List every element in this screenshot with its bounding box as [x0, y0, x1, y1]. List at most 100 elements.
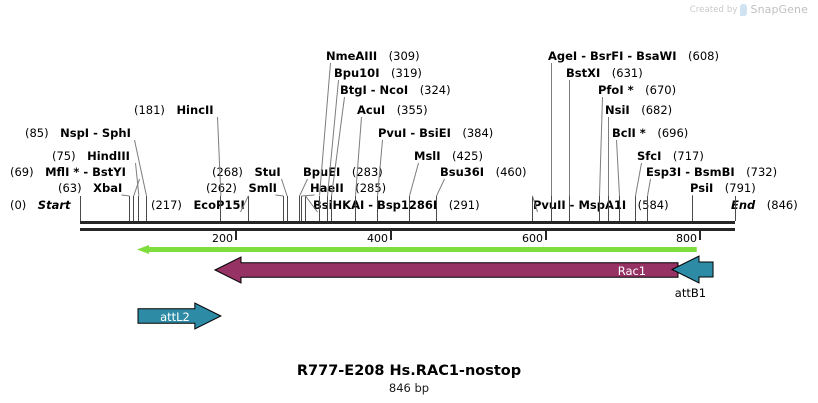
site-enzyme-name: XbaI — [93, 181, 123, 195]
leader-esp3i-bsmbi — [647, 178, 651, 197]
site-position: (791) — [724, 181, 756, 195]
site-position: (324) — [419, 83, 451, 97]
label-gap — [441, 149, 453, 163]
site-position: (682) — [641, 103, 673, 117]
label-gap — [26, 198, 38, 212]
site-position: (291) — [448, 198, 480, 212]
site-enzyme-name: SfcI — [637, 149, 662, 163]
feature-rac1-cds[interactable] — [213, 256, 679, 284]
site-position: (283) — [351, 165, 383, 179]
site-enzyme-name: EcoP15I — [193, 198, 244, 212]
leader-haeii — [301, 194, 315, 197]
ruler-tick — [699, 231, 701, 240]
label-gap — [600, 66, 612, 80]
site-label-mfli-bstyi[interactable]: (69) MflI * - BstYI — [10, 166, 126, 178]
site-label-bcli[interactable]: BclI * (696) — [612, 127, 688, 139]
site-position: (319) — [390, 66, 422, 80]
site-position: (584) — [637, 198, 669, 212]
site-position: (262) — [206, 181, 237, 195]
site-enzyme-name: SmlI — [248, 181, 277, 195]
label-gap — [243, 165, 255, 179]
site-label-hindiii[interactable]: (75) HindIII — [52, 150, 130, 162]
label-gap — [379, 66, 391, 80]
site-tick — [283, 196, 284, 221]
page-title: R777-E208 Hs.RAC1-nostop — [296, 363, 522, 379]
site-label-bsu36i[interactable]: Bsu36I (460) — [440, 166, 527, 178]
site-label-bsihkai-bsp1286i[interactable]: BsiHKAI - Bsp1286I (291) — [313, 199, 480, 211]
site-label-ecop15i[interactable]: (217) EcoP15I — [151, 199, 245, 211]
site-enzyme-name: BstXI — [566, 66, 601, 80]
feature-attb1[interactable] — [671, 255, 714, 284]
ruler-tick — [545, 231, 547, 240]
site-label-esp3i-bsmbi[interactable]: Esp3I - BsmBI (732) — [646, 166, 777, 178]
watermark-brand: SnapGene — [750, 3, 808, 16]
site-position: (75) — [52, 149, 76, 163]
site-label-nspi-sphi[interactable]: (85) NspI - SphI — [25, 127, 131, 139]
label-gap — [755, 198, 767, 212]
site-label-nmeaiii[interactable]: NmeAIII (309) — [326, 50, 420, 62]
label-gap — [661, 149, 673, 163]
site-position: (69) — [10, 165, 34, 179]
site-position: (285) — [355, 181, 387, 195]
label-gap — [340, 165, 352, 179]
leader-bpuei — [299, 178, 308, 197]
site-label-btgi-ncoi[interactable]: BtgI - NcoI (324) — [340, 84, 451, 96]
feature-label-attl2: attL2 — [160, 310, 190, 324]
site-tick — [635, 196, 636, 221]
site-position: (732) — [746, 165, 778, 179]
site-tick — [409, 196, 410, 221]
site-enzyme-name: HindIII — [87, 149, 130, 163]
site-tick — [331, 196, 332, 221]
leader-bcli- — [616, 139, 620, 197]
site-label-pvuii-mspa1i[interactable]: PvuII - MspA1I (584) — [533, 199, 669, 211]
site-tick — [319, 196, 320, 221]
site-label-bstxi[interactable]: BstXI (631) — [566, 67, 643, 79]
site-tick — [692, 196, 693, 221]
site-label-hincii[interactable]: (181) HincII — [134, 104, 214, 116]
site-enzyme-name: Bsu36I — [440, 165, 485, 179]
site-tick — [355, 196, 356, 221]
site-label-agei-bsrfi-bsawi[interactable]: AgeI - BsrFI - BsaWI (608) — [548, 50, 719, 62]
site-tick — [532, 196, 533, 221]
site-tick — [436, 196, 437, 221]
site-label-psii[interactable]: PsiI (791) — [690, 182, 756, 194]
site-position: (717) — [672, 149, 704, 163]
site-label-acui[interactable]: AcuI (355) — [357, 104, 428, 116]
site-enzyme-name: AcuI — [357, 103, 386, 117]
backbone-end-cap — [735, 196, 736, 221]
site-label-bpu10i[interactable]: Bpu10I (319) — [334, 67, 422, 79]
site-label-stui[interactable]: (268) StuI — [212, 166, 281, 178]
site-label-smli[interactable]: (262) SmlI — [206, 182, 277, 194]
sequence-length: 846 bp — [388, 381, 430, 395]
site-label-nsii[interactable]: NsiI (682) — [605, 104, 672, 116]
site-position: (846) — [766, 198, 798, 212]
site-label-end[interactable]: End (846) — [731, 199, 798, 211]
feature-arrow-rac1-cds — [213, 256, 679, 284]
site-position: (355) — [396, 103, 428, 117]
site-enzyme-name: MflI * - BstYI — [45, 165, 126, 179]
ruler-tick-label: 800 — [676, 232, 697, 245]
site-label-pfoi[interactable]: PfoI * (670) — [598, 84, 676, 96]
site-label-haeii[interactable]: HaeII (285) — [310, 182, 386, 194]
site-label-pvui-bsiei[interactable]: PvuI - BsiEI (384) — [378, 127, 493, 139]
site-label-sfci[interactable]: SfcI (717) — [637, 150, 704, 162]
site-tick — [619, 196, 620, 221]
feature-primer-track[interactable] — [137, 245, 698, 254]
ruler-tick-label: 400 — [367, 232, 388, 245]
site-position: (696) — [657, 126, 689, 140]
leader-nsii — [608, 117, 609, 196]
ruler-tick — [390, 231, 392, 240]
site-tick — [377, 196, 378, 221]
backbone-start-cap — [80, 196, 81, 221]
site-label-msli[interactable]: MslI (425) — [414, 150, 483, 162]
feature-attl2[interactable] — [137, 302, 223, 330]
label-gap — [165, 103, 177, 117]
label-gap — [49, 126, 61, 140]
leader-sfci — [635, 162, 642, 197]
site-label-start[interactable]: (0) Start — [10, 199, 71, 211]
site-label-xbai[interactable]: (63) XbaI — [58, 182, 122, 194]
site-tick — [327, 196, 328, 221]
site-label-bpuei[interactable]: BpuEI (283) — [303, 166, 383, 178]
site-enzyme-name: HincII — [176, 103, 214, 117]
